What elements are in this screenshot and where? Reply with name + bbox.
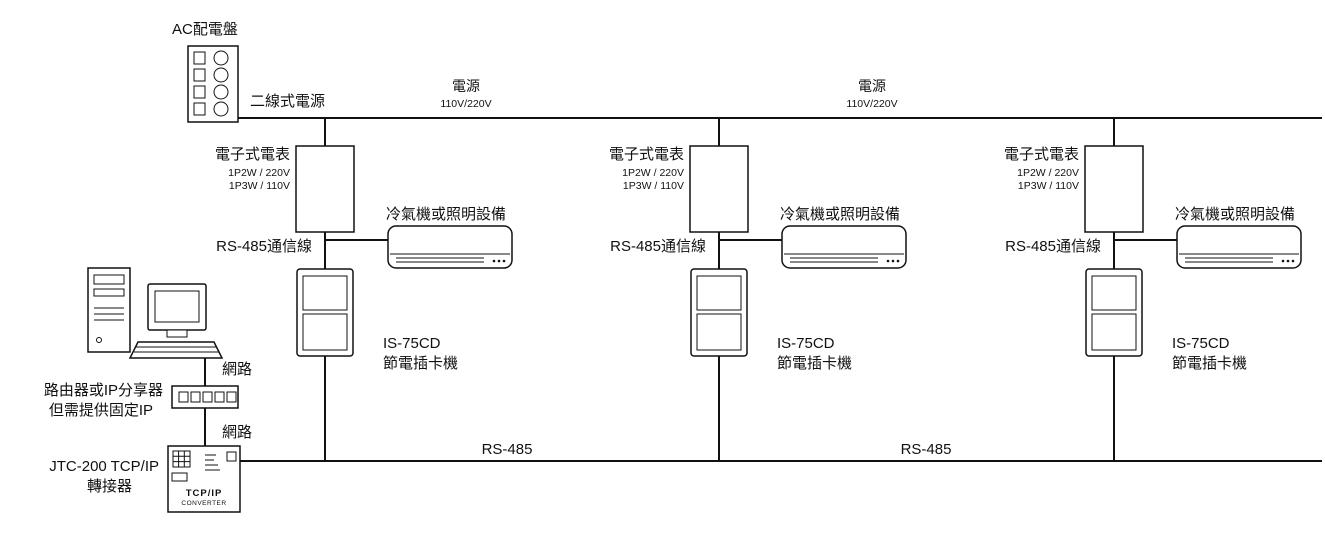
meter-spec-1: 1P2W / 220V (1017, 167, 1079, 179)
device-name-label: 節電插卡機 (777, 354, 852, 372)
rs485-comm-label: RS-485通信線 (1005, 238, 1101, 255)
keyboard-icon (128, 341, 224, 359)
device-model-label: IS-75CD (383, 335, 441, 352)
meter-box-icon (689, 145, 749, 233)
meter-box-icon (295, 145, 355, 233)
branch-unit-3: 電子式電表 1P2W / 220V 1P3W / 110V RS-485通信線 … (1004, 118, 1302, 461)
meter-spec-2: 1P3W / 110V (1018, 180, 1079, 192)
converter-title-label: TCP/IP (186, 488, 223, 499)
branch-unit-1: 電子式電表 1P2W / 220V 1P3W / 110V RS-485通信線 … (215, 118, 513, 461)
monitor-icon (147, 283, 207, 338)
router-icon (171, 385, 239, 409)
rs485-bus-label-2: RS-485 (901, 441, 952, 458)
hvac-label: 冷氣機或照明設備 (1175, 206, 1295, 223)
rs485-comm-label: RS-485通信線 (216, 238, 312, 255)
computer-icon (87, 267, 131, 353)
meter-label: 電子式電表 (1004, 146, 1079, 163)
meter-label: 電子式電表 (609, 146, 684, 163)
power-label-1: 電源 (452, 78, 480, 94)
device-name-label: 節電插卡機 (1172, 354, 1247, 372)
two-wire-power-label: 二線式電源 (250, 93, 325, 110)
card-device-icon (296, 268, 354, 357)
rs485-comm-label: RS-485通信線 (610, 238, 706, 255)
device-model-label: IS-75CD (777, 335, 835, 352)
hvac-unit-icon (387, 225, 513, 269)
router-label-line2: 但需提供固定IP (49, 402, 153, 419)
ac-panel-icon (187, 45, 239, 123)
jtc-label-line2: 轉接器 (87, 478, 132, 495)
hvac-label: 冷氣機或照明設備 (780, 206, 900, 223)
network-label-2: 網路 (222, 424, 252, 441)
card-device-icon (690, 268, 748, 357)
power-voltage-2: 110V/220V (846, 98, 897, 110)
converter-icon: TCP/IP CONVERTER (167, 445, 241, 513)
router-label-line1: 路由器或IP分享器 (44, 382, 163, 399)
hvac-unit-icon (781, 225, 907, 269)
hvac-label: 冷氣機或照明設備 (386, 206, 506, 223)
meter-spec-2: 1P3W / 110V (623, 180, 684, 192)
device-model-label: IS-75CD (1172, 335, 1230, 352)
rs485-bus-label-1: RS-485 (482, 441, 533, 458)
branch-unit-2: 電子式電表 1P2W / 220V 1P3W / 110V RS-485通信線 … (609, 118, 907, 461)
converter-subtitle-label: CONVERTER (181, 500, 226, 507)
ac-panel-label: AC配電盤 (172, 21, 238, 38)
meter-spec-1: 1P2W / 220V (622, 167, 684, 179)
meter-label: 電子式電表 (215, 146, 290, 163)
card-device-icon (1085, 268, 1143, 357)
hvac-unit-icon (1176, 225, 1302, 269)
meter-box-icon (1084, 145, 1144, 233)
device-name-label: 節電插卡機 (383, 354, 458, 372)
network-label-1: 網路 (222, 361, 252, 378)
jtc-label-line1: JTC-200 TCP/IP (49, 458, 159, 475)
meter-spec-2: 1P3W / 110V (229, 180, 290, 192)
power-label-2: 電源 (858, 78, 886, 94)
meter-spec-1: 1P2W / 220V (228, 167, 290, 179)
power-voltage-1: 110V/220V (440, 98, 491, 110)
